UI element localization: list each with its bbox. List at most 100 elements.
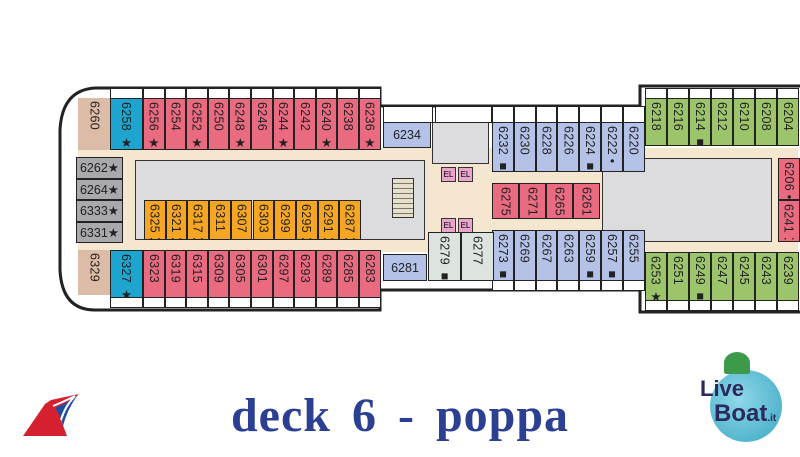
cabin[interactable]: 6241 ⁚ — [778, 200, 800, 242]
cabin[interactable]: 6245 — [733, 252, 755, 301]
cabin[interactable]: 6222 • — [601, 122, 623, 172]
cabin[interactable]: 6319 — [164, 250, 187, 298]
cabin[interactable]: 6309 — [207, 250, 230, 298]
cabin[interactable]: 6252 ★ — [186, 98, 208, 150]
cabin[interactable]: 6289 — [315, 250, 338, 298]
cabin[interactable]: 6307 — [230, 200, 253, 240]
cabin[interactable]: 6285 — [337, 250, 359, 298]
cabin[interactable]: 6234 — [383, 122, 431, 148]
cabin[interactable]: 6293 — [294, 250, 316, 298]
cabin[interactable]: 6261 — [573, 183, 600, 219]
cabin[interactable]: 6260 — [78, 98, 111, 150]
cabin[interactable]: 6224 ■ — [579, 122, 601, 172]
cabin-number: 6305 — [233, 254, 248, 284]
cabin-number: 6240 ★ — [319, 102, 334, 150]
cabin-number: 6293 — [297, 254, 312, 284]
cabin[interactable]: 6236 ★ — [359, 98, 381, 150]
cabin[interactable]: 6305 — [229, 250, 251, 298]
cabin-number: 6214 ■ — [693, 102, 707, 146]
service-area — [432, 122, 489, 164]
cabin[interactable]: 6258 ★ — [110, 98, 143, 150]
cabin-number: 6279 ■ — [437, 236, 452, 281]
cabin[interactable]: 6240 ★ — [315, 98, 338, 150]
cabin[interactable]: 6275 — [492, 183, 519, 219]
cabin[interactable]: 6264★ — [76, 178, 123, 200]
cabin[interactable]: 6279 ■ — [428, 232, 461, 281]
cabin[interactable]: 6249 ■ — [689, 252, 711, 301]
cabin[interactable]: 6315 — [186, 250, 208, 298]
cabin[interactable]: 6263 — [557, 230, 580, 281]
cabin[interactable]: 6243 — [755, 252, 777, 301]
cabin[interactable]: 6295 ⁚ — [295, 200, 318, 240]
balcony — [251, 297, 273, 308]
cabin[interactable]: 6327 ★ — [110, 250, 143, 298]
cabin[interactable]: 6325 ⁚ — [144, 200, 166, 240]
cabin[interactable]: 6331★ — [76, 221, 123, 243]
cabin-number: 6252 ★ — [189, 102, 204, 150]
cabin-number: 6230 — [517, 126, 532, 156]
cabin[interactable]: 6246 — [251, 98, 273, 150]
cabin[interactable]: 6253 ★ — [645, 252, 667, 301]
cabin[interactable]: 6256 ★ — [143, 98, 165, 150]
cabin[interactable]: 6267 — [535, 230, 558, 281]
balcony — [337, 297, 359, 308]
cabin[interactable]: 6239 — [777, 252, 799, 301]
cabin[interactable]: 6244 ★ — [272, 98, 295, 150]
cabin[interactable]: 6255 — [622, 230, 645, 281]
cabin[interactable]: 6271 — [519, 183, 546, 219]
cabin[interactable]: 6257 ■ — [601, 230, 623, 281]
cabin[interactable]: 6317 ⁚ — [187, 200, 210, 240]
cabin[interactable]: 6212 — [711, 98, 733, 146]
cabin[interactable]: 6323 — [143, 250, 165, 298]
cabin[interactable]: 6230 — [513, 122, 536, 172]
balcony — [601, 106, 623, 123]
cabin[interactable]: 6242 — [294, 98, 316, 150]
balcony — [229, 297, 251, 308]
balcony — [207, 297, 230, 308]
cabin[interactable]: 6281 — [383, 254, 427, 281]
cabin[interactable]: 6297 — [272, 250, 295, 298]
cabin[interactable]: 6247 — [711, 252, 733, 301]
cabin[interactable]: 6273 ■ — [492, 230, 514, 281]
cabin[interactable]: 6210 — [733, 98, 755, 146]
cabin-number: 6297 — [276, 254, 291, 284]
cabin-number: 6236 ★ — [362, 102, 377, 150]
cabin[interactable]: 6287 ⁚ — [339, 200, 361, 240]
cabin[interactable]: 6216 — [667, 98, 689, 146]
cabin[interactable]: 6214 ■ — [689, 98, 711, 146]
cabin[interactable]: 6206 • — [778, 158, 800, 200]
cabin[interactable]: 6251 — [667, 252, 689, 301]
cabin[interactable]: 6226 — [557, 122, 580, 172]
cabin[interactable]: 6265 — [546, 183, 573, 219]
cabin[interactable]: 6250 — [207, 98, 230, 150]
cabin[interactable]: 6259 ■ — [579, 230, 601, 281]
cabin-number: 6295 ⁚ — [299, 204, 314, 240]
cabin[interactable]: 6333★ — [76, 200, 123, 222]
cabin[interactable]: 6218 — [645, 98, 667, 146]
cabin[interactable]: 6254 — [164, 98, 187, 150]
cabin-number: 6253 ★ — [648, 256, 663, 301]
cabin[interactable]: 6204 — [777, 98, 799, 146]
cabin[interactable]: 6311 — [209, 200, 231, 240]
cabin[interactable]: 6277 — [461, 232, 494, 281]
cabin[interactable]: 6291 ⁚ — [317, 200, 340, 240]
cabin[interactable]: 6299 — [274, 200, 296, 240]
cabin[interactable]: 6262★ — [76, 157, 123, 179]
cabin[interactable]: 6269 — [513, 230, 536, 281]
balcony — [513, 280, 536, 291]
cabin-number: 6228 — [539, 126, 554, 156]
balcony — [622, 106, 645, 123]
cabin[interactable]: 6232 ■ — [492, 122, 514, 172]
cabin[interactable]: 6321 ⁚ — [165, 200, 188, 240]
cabin-number: 6267 — [539, 234, 554, 264]
cabin[interactable]: 6329 — [78, 250, 111, 295]
cabin[interactable]: 6220 — [622, 122, 645, 172]
cabin[interactable]: 6248 ★ — [229, 98, 251, 150]
cabin[interactable]: 6238 — [337, 98, 359, 150]
cabin[interactable]: 6301 — [251, 250, 273, 298]
cabin-number: 6257 ■ — [604, 234, 619, 281]
cabin[interactable]: 6303 — [252, 200, 275, 240]
cabin[interactable]: 6208 — [755, 98, 777, 146]
cabin[interactable]: 6228 — [535, 122, 558, 172]
cabin[interactable]: 6283 — [359, 250, 381, 298]
